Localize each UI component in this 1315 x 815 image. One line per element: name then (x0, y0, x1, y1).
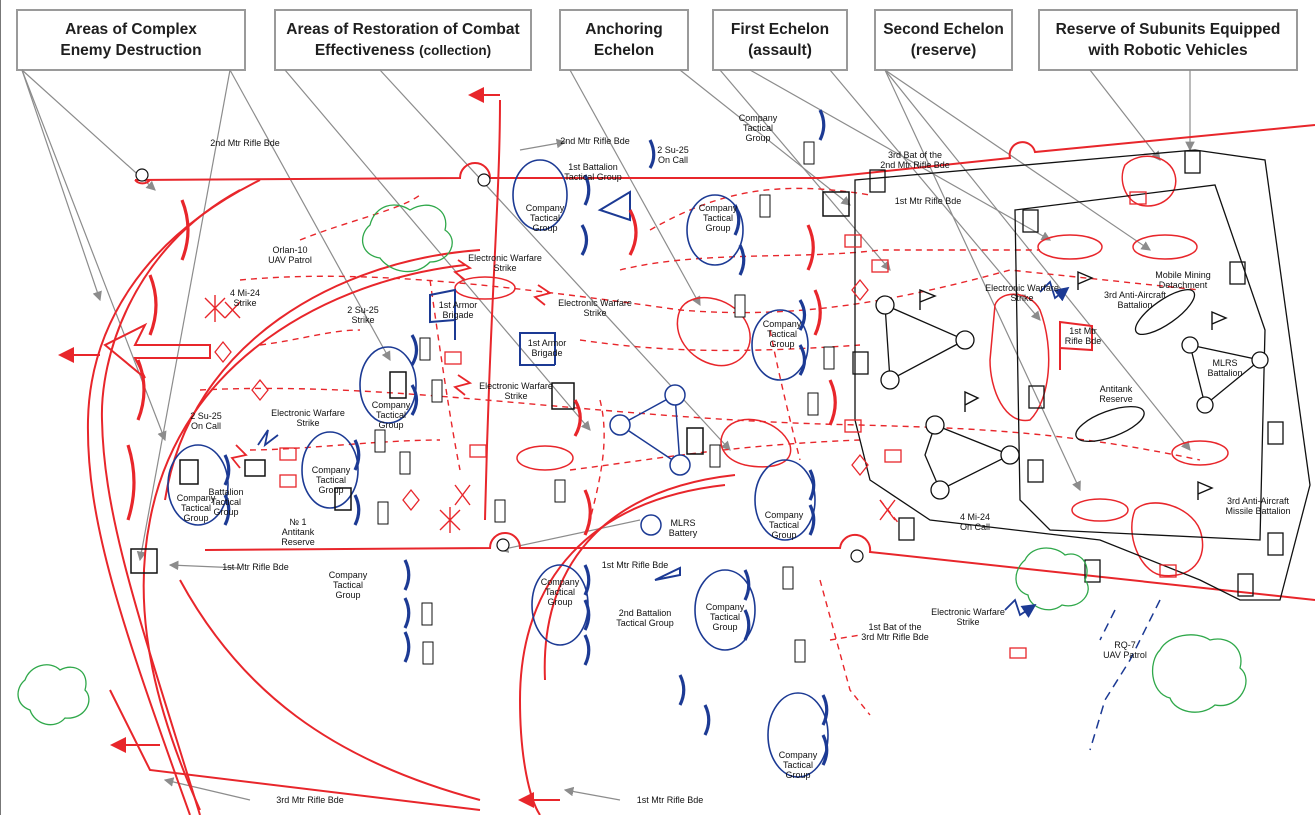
boundary-markers (135, 168, 864, 563)
header-line: Enemy Destruction (60, 42, 202, 59)
label-company-tg: Company Tactical Group (328, 570, 368, 600)
label-1st-mtr-rifle-bde-center: 1st Mtr Rifle Bde (601, 560, 669, 570)
label-ew-strike-3: Electronic Warfare Strike (479, 381, 553, 401)
equipment-markers (374, 141, 835, 665)
label-company-tg: Company Tactical Group (525, 203, 565, 233)
header-line: Effectiveness (314, 42, 415, 59)
blue-flags (429, 190, 681, 581)
label-battalion-tg-left: Battalion Tactical Group (208, 487, 244, 517)
label-company-tg: Company Tactical Group (778, 750, 818, 780)
label-aa-battalion: 3rd Anti-Aircraft Battalion (1103, 290, 1167, 310)
label-1st-mtr-rifle-bde-right: 1st Mtr Rifle Bde (894, 196, 962, 206)
label-1st-mtr-rifle-bde-left: 1st Mtr Rifle Bde (222, 562, 289, 572)
label-company-tg: Company Tactical Group (762, 319, 802, 349)
symbol-boxes (852, 150, 1284, 597)
label-2nd-mtr-rifle-bde-top: 2nd Mtr Rifle Bde (210, 138, 280, 148)
label-company-tg: Company Tactical Group (371, 400, 411, 430)
company-tactical-group-ovals (167, 159, 829, 778)
label-company-tg: Company Tactical Group (176, 493, 216, 523)
label-company-tg: Company Tactical Group (311, 465, 351, 495)
header-first-echelon: First Echelon (assault) (712, 9, 848, 71)
header-line: Areas of Restoration of Combat (286, 21, 520, 38)
label-aa-missile-battalion: 3rd Anti-Aircraft Missile Battalion (1225, 496, 1291, 516)
green-terrain (17, 204, 1247, 726)
label-3rd-mtr-rifle-bde-bottom: 3rd Mtr Rifle Bde (276, 795, 344, 805)
second-echelon-areas (854, 149, 1311, 601)
dashed-routes (199, 187, 1201, 716)
header-line: Areas of Complex (65, 21, 197, 38)
header-robotic-reserve: Reserve of Subunits Equipped with Robotic… (1038, 9, 1298, 71)
label-su25-oncall-left: 2 Su-25 On Call (190, 411, 222, 431)
ew-red-arrows (230, 259, 553, 469)
label-1st-mtr-rifle-bde-flag: 1st Mtr Rifle Bde (1064, 326, 1102, 346)
main-attack-arrow (103, 322, 211, 379)
header-line: Second Echelon (883, 21, 1004, 38)
black-triangles (875, 288, 1269, 500)
label-mi24-strike: 4 Mi-24 Strike (229, 288, 260, 308)
label-1st-armor-brigade-2: 1st Armor Brigade (527, 338, 567, 358)
label-2nd-mtr-rifle-bde-mid: 2nd Mtr Rifle Bde (560, 136, 630, 146)
red-areas (454, 155, 1229, 577)
black-flags (919, 270, 1228, 500)
red-flag-bde (1059, 320, 1093, 370)
header-line: (assault) (748, 42, 812, 59)
label-company-tg: Company Tactical Group (738, 113, 778, 143)
header-line: Echelon (593, 42, 655, 59)
blue-triangle-group (609, 384, 691, 536)
label-company-tg: Company Tactical Group (705, 602, 745, 632)
label-rq7-uav: RQ-7 UAV Patrol (1103, 640, 1147, 660)
ew-blue-arrows (257, 280, 1070, 618)
label-2nd-battalion-tg: 2nd Battalion Tactical Group (616, 608, 674, 628)
header-line: (reserve) (910, 42, 977, 59)
unit-boxes (130, 191, 850, 574)
header-line-small: (collection) (419, 43, 492, 58)
blue-positions (223, 109, 829, 766)
label-1st-mtr-rifle-bde-bottom: 1st Mtr Rifle Bde (636, 795, 704, 805)
air-strike-marks (204, 295, 896, 533)
red-arrows (58, 87, 560, 808)
label-antitank-reserve-1: № 1 Antitank Reserve (281, 517, 315, 547)
label-company-tg: Company Tactical Group (764, 510, 804, 540)
label-3rd-bat-of-2nd-bde: 3rd Bat of the 2nd Mtr Rifle Bde (880, 150, 950, 170)
label-mlrs-battery: MLRS Battery (668, 518, 698, 538)
label-ew-strike-6: Electronic Warfare Strike (931, 607, 1005, 627)
red-small-symbols (214, 191, 1177, 659)
label-mlrs-battalion: MLRS Battalion (1207, 358, 1243, 378)
header-line: First Echelon (730, 21, 830, 38)
header-second-echelon: Second Echelon (reserve) (874, 9, 1013, 71)
label-mi24-oncall: 4 Mi-24 On Call (959, 512, 990, 532)
label-ew-strike-2: Electronic Warfare Strike (558, 298, 632, 318)
label-ew-strike-5: Electronic Warfare Strike (985, 283, 1059, 303)
label-orlan-uav: Orlan-10 UAV Patrol (268, 245, 312, 265)
header-line: with Robotic Vehicles (1088, 42, 1248, 59)
label-1st-armor-brigade-1: 1st Armor Brigade (438, 300, 478, 320)
label-su25-strike: 2 Su-25 Strike (347, 305, 379, 325)
boundary-lines (86, 99, 1315, 815)
label-1st-battalion-tg: 1st Battalion Tactical Group (564, 162, 622, 182)
label-su25-oncall-top: 2 Su-25 On Call (657, 145, 689, 165)
label-mobile-mining: Mobile Mining Detachment (1155, 270, 1211, 290)
header-line: Anchoring (585, 21, 663, 38)
red-positions (126, 199, 837, 536)
uav-route (1089, 599, 1161, 751)
label-1st-bat-of-3rd-bde: 1st Bat of the 3rd Mtr Rifle Bde (861, 622, 929, 642)
label-antitank-reserve: Antitank Reserve (1099, 384, 1133, 404)
label-company-tg: Company Tactical Group (540, 577, 580, 607)
header-line: Reserve of Subunits Equipped (1055, 21, 1281, 38)
label-ew-strike-4: Electronic Warfare Strike (271, 408, 345, 428)
label-ew-strike-1: Electronic Warfare Strike (468, 253, 542, 273)
label-company-tg: Company Tactical Group (698, 203, 738, 233)
